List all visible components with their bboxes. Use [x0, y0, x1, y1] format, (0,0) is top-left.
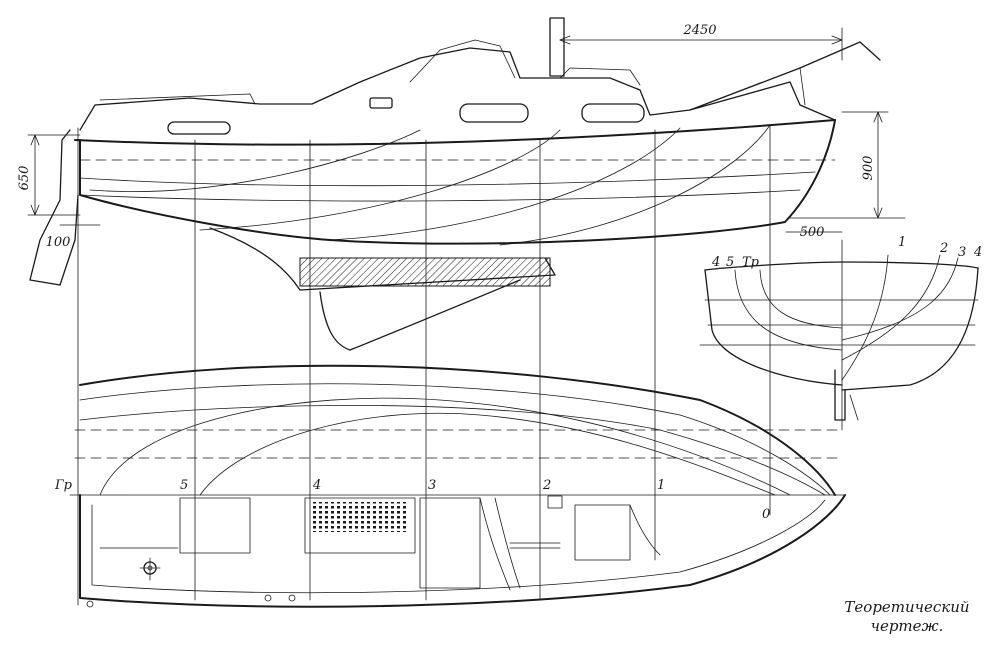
station-label-baseline: Гр [54, 478, 73, 493]
station-label-3: 3 [428, 478, 436, 493]
skeg [209, 227, 556, 291]
cockpit-seat-aft [179, 497, 251, 554]
caption-line-2: чертеж. [870, 617, 944, 635]
dim-650: 650 [17, 166, 32, 191]
caption-line-1: Теоретический [844, 598, 970, 616]
grating-holes [312, 502, 408, 532]
body-label-aft-5: 5 [726, 255, 734, 270]
porthole-small [369, 97, 393, 109]
half-breadth-sheer [79, 364, 836, 496]
body-label-fwd-3: 3 [958, 245, 966, 260]
cockpit-grating [304, 497, 416, 554]
rudder [29, 129, 79, 286]
body-aft-section [704, 269, 843, 386]
cabin-floor [419, 497, 481, 589]
deck-plan [79, 494, 846, 608]
body-plan: 4 5 Тр 1 2 3 4 [699, 235, 982, 431]
body-label-fwd-2: 2 [939, 241, 948, 256]
buttock-1 [79, 171, 816, 187]
dim-900: 900 [861, 156, 876, 181]
station-label-0: 0 [762, 507, 770, 522]
fwd-hatch [559, 67, 641, 86]
station-label-4: 4 [312, 478, 321, 493]
station-label-2: 2 [542, 478, 551, 493]
porthole-mid [459, 103, 529, 123]
cleat-icon [288, 594, 296, 602]
diag-1 [89, 129, 421, 192]
mast-stub [549, 17, 565, 77]
cleat-icon [264, 594, 272, 602]
aft-deck-box [99, 93, 256, 105]
hull-profile [79, 119, 836, 245]
profile-view [29, 17, 881, 351]
diag-2 [199, 129, 561, 231]
fwd-berth [574, 504, 631, 561]
station-label-5: 5 [180, 478, 188, 493]
body-label-aft-4: 4 [711, 255, 720, 270]
caption: Теоретический чертеж. [822, 598, 992, 636]
centerboard [319, 279, 521, 351]
hatch-icon [547, 495, 563, 509]
diag-3 [329, 127, 681, 241]
bow-pulpit [689, 41, 881, 111]
body-label-aft-tr: Тр [742, 255, 760, 270]
dim-2450: 2450 [682, 23, 716, 38]
cleat-icon [86, 600, 94, 608]
sheer-line [74, 119, 836, 146]
dim-500: 500 [800, 225, 825, 240]
station-label-1: 1 [657, 478, 665, 493]
body-keel [834, 369, 846, 421]
buttock-2 [79, 189, 801, 202]
dimensions: 2450 650 100 900 500 [17, 23, 906, 250]
ballast-keel [299, 257, 551, 287]
half-breadth-plan: Гр 5 4 3 2 1 0 [54, 364, 846, 522]
porthole-fwd [581, 103, 645, 123]
porthole-aft [167, 121, 231, 135]
pulpit-leg [799, 67, 806, 106]
body-label-fwd-1: 1 [898, 235, 906, 250]
station-lines [77, 124, 771, 606]
body-fwd-section [841, 267, 979, 391]
dim-100: 100 [46, 235, 71, 250]
deck-outline [79, 494, 846, 608]
body-sheer [704, 261, 979, 271]
body-label-fwd-4: 4 [973, 245, 982, 260]
cabin-hatch [409, 39, 516, 83]
diag-4 [499, 124, 771, 246]
deck-line [79, 47, 836, 131]
